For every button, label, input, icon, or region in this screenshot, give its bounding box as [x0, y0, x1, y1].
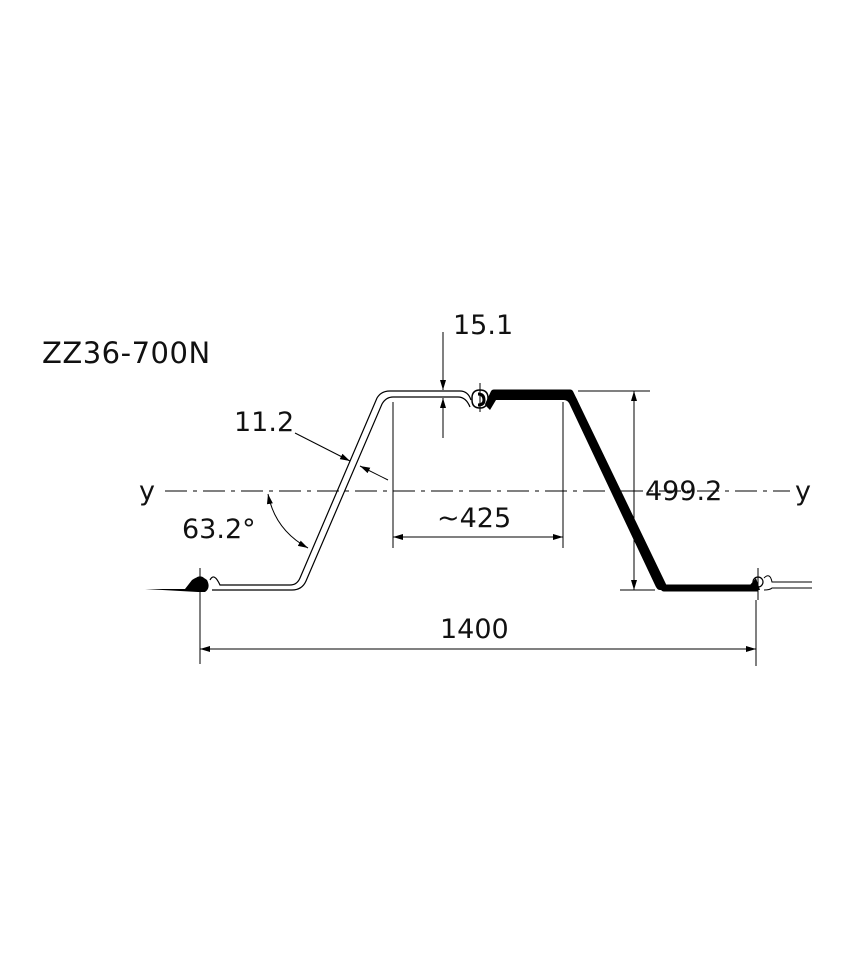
- right-pile-solid: [484, 389, 760, 592]
- height-label: 499.2: [645, 476, 723, 507]
- web-thickness-label: 11.2: [234, 407, 295, 438]
- axis-label-right: y: [795, 476, 811, 507]
- left-interlock: [145, 568, 209, 600]
- dim-system-width: [199, 600, 757, 666]
- section-title: ZZ36-700N: [42, 336, 211, 370]
- top-interlock: [471, 383, 489, 412]
- dim-height: [578, 390, 655, 591]
- left-pile-outline: [209, 390, 472, 591]
- flange-width-label: ~425: [437, 503, 512, 534]
- web-angle-label: 63.2°: [182, 514, 256, 545]
- dim-web-angle: [266, 493, 309, 549]
- dim-flange-width: [392, 402, 564, 548]
- dim-web-thickness: [294, 432, 389, 481]
- flange-thickness-label: 15.1: [453, 310, 514, 341]
- system-width-label: 1400: [440, 614, 509, 645]
- right-interlock: [752, 568, 812, 600]
- axis-label-left: y: [139, 476, 155, 507]
